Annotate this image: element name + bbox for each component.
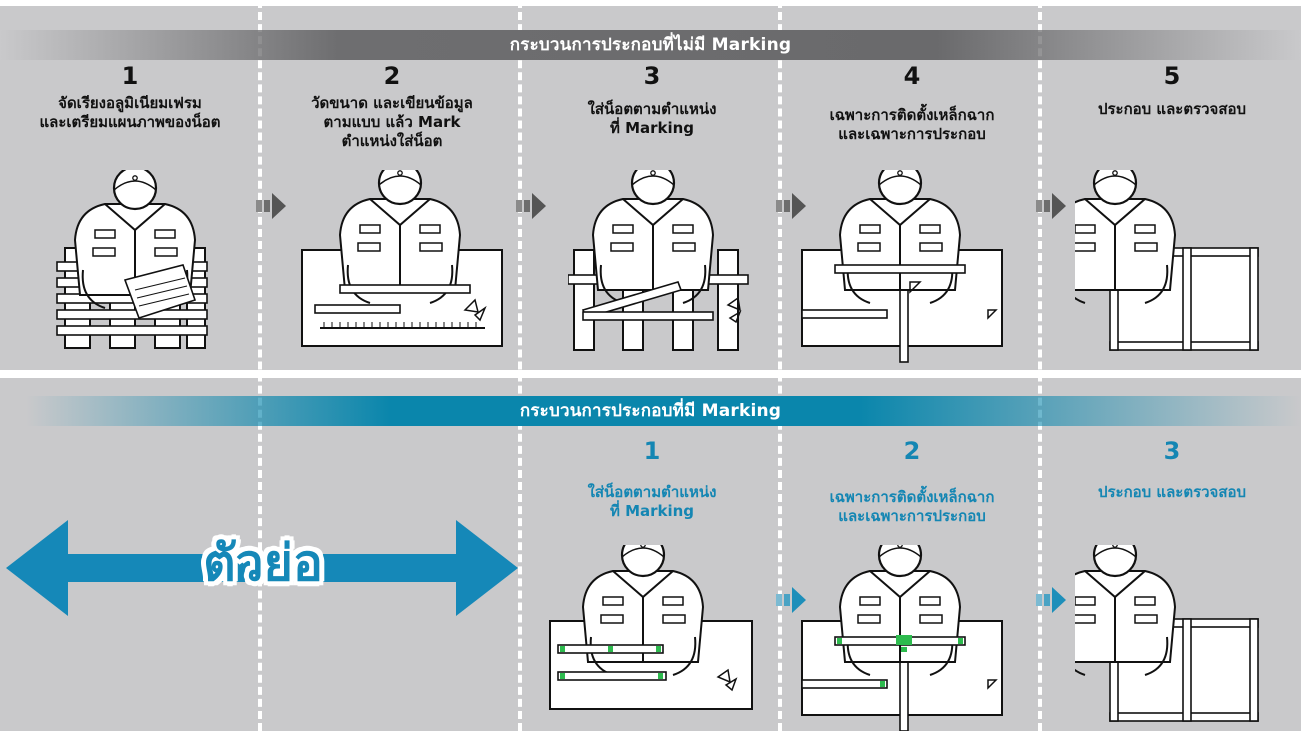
step-number: 1 bbox=[121, 62, 139, 90]
step-description: เฉพาะการติดตั้งเหล็กฉาก และเฉพาะการประกอ… bbox=[829, 488, 995, 525]
step-arrow-icon bbox=[776, 587, 806, 613]
step-number: 5 bbox=[1163, 62, 1181, 90]
no-marking-title: กระบวนการประกอบที่ไม่มี Marking bbox=[0, 30, 1301, 60]
step-number: 1 bbox=[643, 437, 661, 465]
step-arrow-icon bbox=[1036, 587, 1066, 613]
step-description: จัดเรียงอลูมิเนียมเฟรม และเตรียมแผนภาพขอ… bbox=[39, 94, 221, 131]
step-description: ใส่น็อตตามตำแหน่ง ที่ Marking bbox=[587, 483, 717, 520]
step-number: 3 bbox=[1163, 437, 1181, 465]
assemble-inspect-marked-illustration bbox=[1075, 545, 1259, 722]
measure-and-mark-illustration bbox=[301, 170, 503, 347]
step-number: 2 bbox=[383, 62, 401, 90]
frame-layout-illustration bbox=[56, 170, 208, 349]
column-divider bbox=[778, 0, 782, 731]
step-arrow-icon bbox=[776, 193, 806, 219]
step-arrow-icon bbox=[256, 193, 286, 219]
insert-nuts-marked-illustration bbox=[549, 545, 753, 710]
assemble-inspect-illustration bbox=[1075, 170, 1259, 351]
step-description: ประกอบ และตรวจสอบ bbox=[1097, 483, 1247, 501]
with-marking-title: กระบวนการประกอบที่มี Marking bbox=[0, 396, 1301, 426]
install-angle-marked-illustration bbox=[801, 545, 1003, 731]
double-arrow-icon bbox=[6, 520, 518, 616]
step-arrow-icon bbox=[516, 193, 546, 219]
step-number: 3 bbox=[643, 62, 661, 90]
step-number: 4 bbox=[903, 62, 921, 90]
column-divider bbox=[518, 0, 522, 731]
step-arrow-icon bbox=[1036, 193, 1066, 219]
column-divider bbox=[1038, 0, 1042, 731]
insert-nuts-illustration bbox=[568, 170, 749, 351]
install-angle-illustration bbox=[801, 170, 1003, 363]
step-description: เฉพาะการติดตั้งเหล็กฉาก และเฉพาะการประกอ… bbox=[829, 106, 995, 143]
step-description: ใส่น็อตตามตำแหน่ง ที่ Marking bbox=[587, 100, 717, 137]
step-description: ประกอบ และตรวจสอบ bbox=[1097, 100, 1247, 118]
shortcut-label: ตัวย่อ bbox=[203, 534, 323, 592]
column-divider bbox=[258, 0, 262, 731]
step-number: 2 bbox=[903, 437, 921, 465]
step-description: วัดขนาด และเขียนข้อมูล ตามแบบ แล้ว Mark … bbox=[311, 94, 473, 150]
